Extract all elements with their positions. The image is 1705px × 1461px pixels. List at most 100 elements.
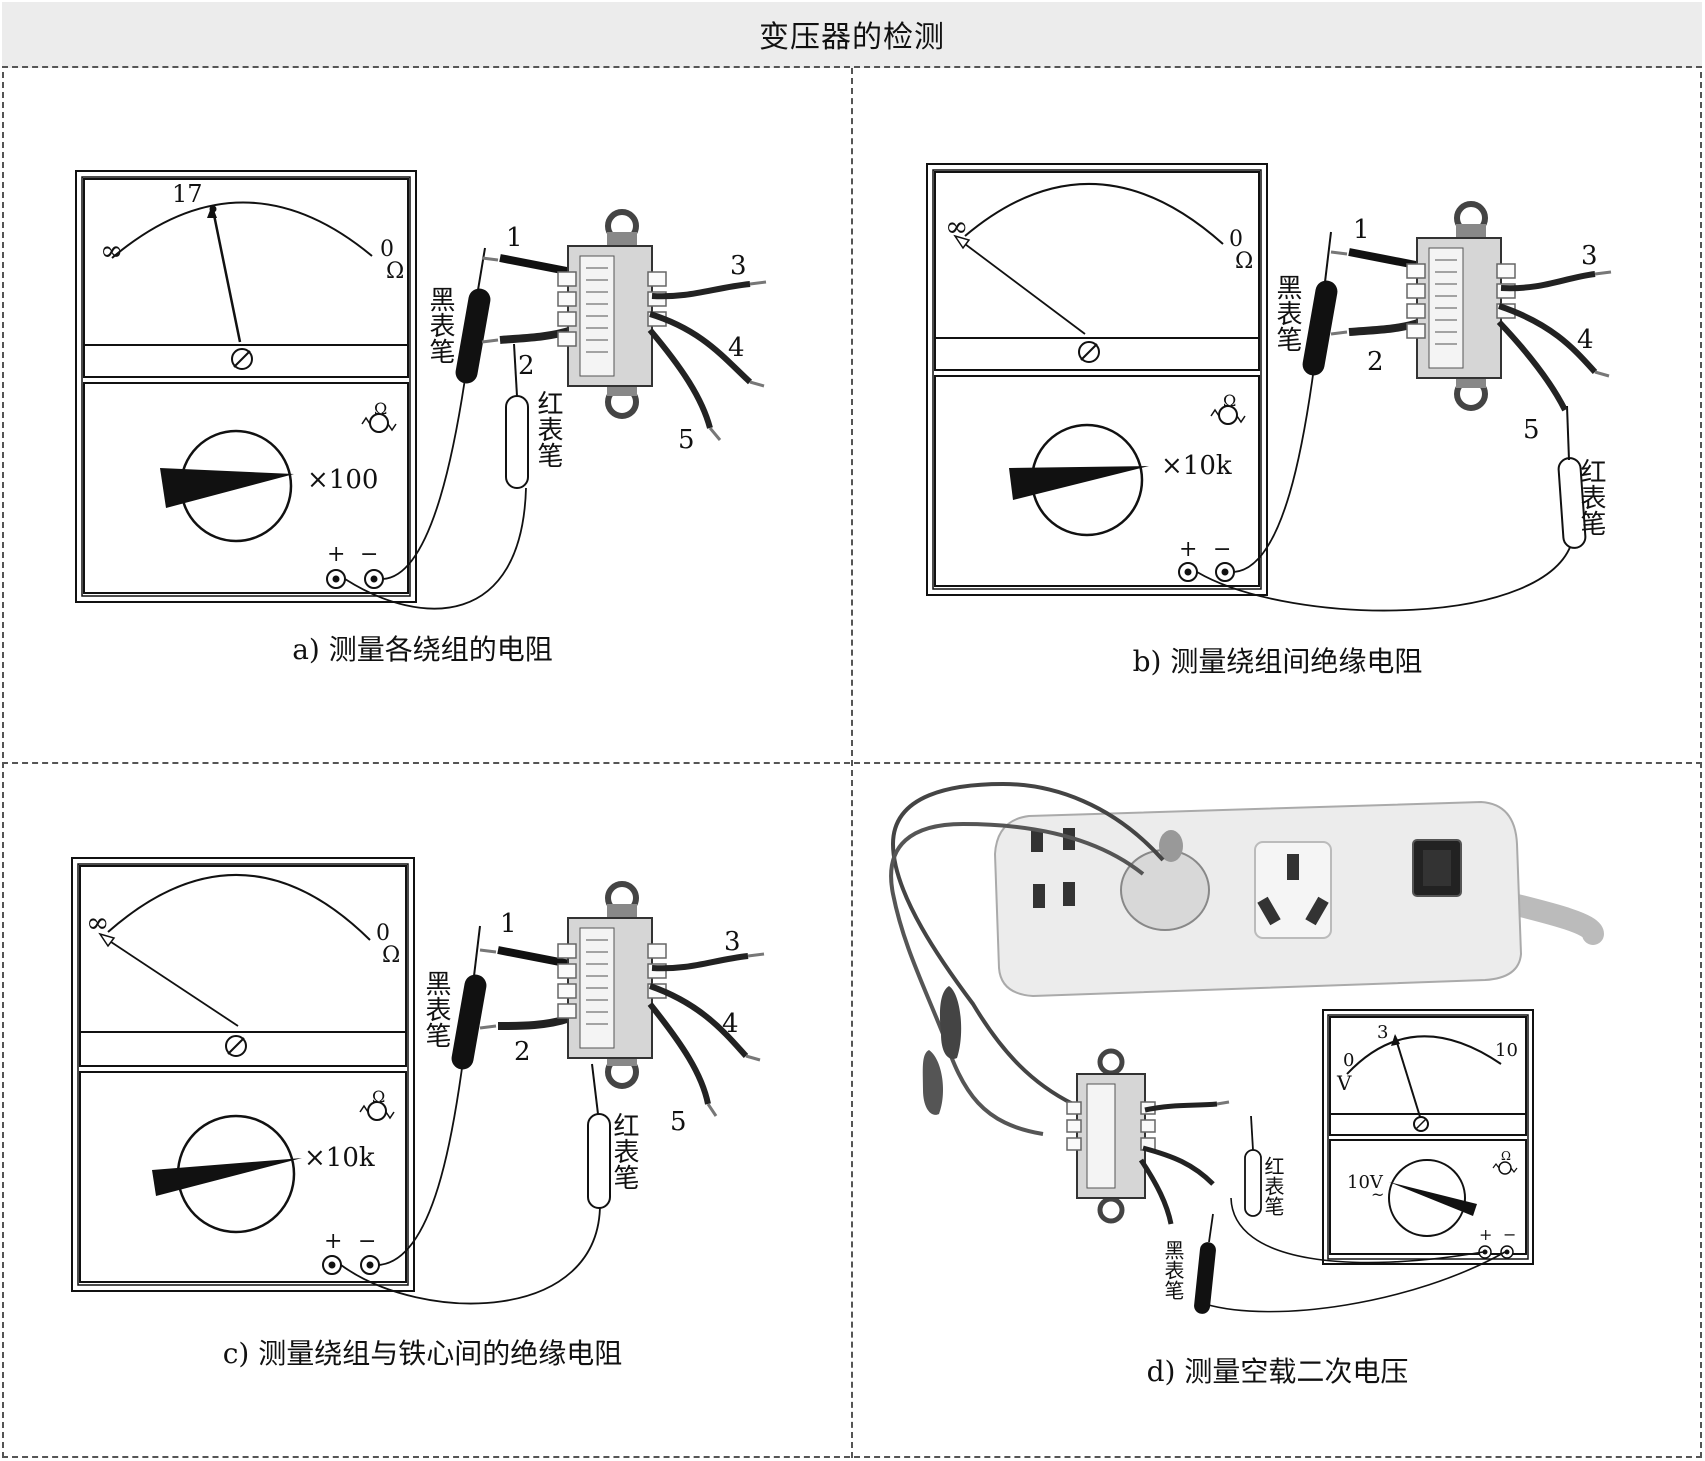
range-selector-knob[interactable] [1388,1159,1477,1237]
minus-jack[interactable] [360,1255,380,1275]
horizontal-divider [2,762,1702,764]
range-selector-knob[interactable] [152,1114,302,1234]
minus-jack[interactable] [1500,1245,1514,1259]
scale-arc [1346,1035,1502,1075]
red-probe[interactable] [344,343,529,610]
needle-tip [1391,1034,1400,1046]
panel-a-caption: a) 测量各绕组的电阻 [292,633,553,666]
meter-dial: 17 ∞ 0 Ω [83,178,409,378]
plus-jack[interactable] [322,1255,342,1275]
power-strip [993,800,1604,998]
terminal-labels: 1 2 3 4 5 [506,223,747,455]
terminal-2: 2 [518,351,535,381]
terminal-2: 2 [514,1037,531,1067]
ohm-adjust-icon: Ω [1210,391,1246,425]
socket-two-pin [1031,828,1075,908]
minus-jack[interactable] [1215,562,1235,582]
range-label: 10V [1347,1172,1384,1193]
voltmeter: 0 3 10 V Ω 10V ~ + − [1322,1009,1534,1265]
scale-zero: 0 [1343,1050,1354,1071]
terminal-4: 4 [1577,325,1594,355]
black-probe[interactable] [1193,1213,1506,1315]
minus-jack[interactable] [364,569,384,589]
ohm-adjust-icon: Ω [1492,1149,1518,1175]
black-probe[interactable] [1233,231,1339,573]
red-probe-label: 红表笔 [1576,458,1606,536]
red-probe[interactable] [1196,405,1587,612]
minus-label: − [358,1229,376,1254]
terminal-labels: 1 2 3 4 5 [500,909,741,1137]
needle-reading: 17 [172,180,203,208]
minus-label: − [1213,537,1231,562]
panel-b: ∞ 0 Ω Ω ×10k + − [853,68,1702,760]
scale-arc [964,183,1224,245]
scale-ten: 10 [1495,1040,1518,1061]
panel-b-illustration: ∞ 0 Ω Ω ×10k + − [926,163,1612,612]
multimeter: ∞ 0 Ω Ω ×10k + − [71,857,415,1292]
ohm-unit: Ω [386,259,404,284]
range-selector-knob[interactable] [1009,423,1149,537]
red-probe[interactable] [1230,1115,1484,1264]
scale-infinity: ∞ [86,906,109,939]
plus-label: + [324,1229,342,1254]
ohm-adjust-icon: Ω [359,1087,395,1121]
meter-dial: ∞ 0 Ω [79,865,407,1067]
meter-needle [956,237,1086,335]
panel-d: 0 3 10 V Ω 10V ~ + − [853,764,1702,1456]
power-switch[interactable] [1412,839,1462,897]
needle-tip [98,932,116,948]
black-probe-label: 黑表笔 [1272,274,1302,352]
terminal-4: 4 [728,333,745,363]
plus-label: + [1179,537,1197,562]
range-label: ×10k [1161,451,1232,481]
terminal-labels: 1 2 3 4 5 [1353,215,1598,445]
range-label: ×100 [307,465,378,495]
black-probe[interactable] [382,247,492,580]
terminal-1: 1 [1353,215,1370,245]
ohm-adjust-icon: Ω [361,399,397,433]
terminal-5: 5 [1523,415,1540,445]
needle-reading: 3 [1377,1022,1388,1043]
black-probe[interactable] [378,925,488,1266]
plus-jack[interactable] [1178,562,1198,582]
scale-zero: 0 [376,921,390,946]
panel-c-illustration: ∞ 0 Ω Ω ×10k + − [71,857,765,1305]
terminal-4: 4 [722,1009,739,1039]
scale-arc [107,873,371,941]
transformer [1330,201,1612,412]
red-probe-label: 红表笔 [1261,1156,1285,1216]
panel-c-caption: c) 测量绕组与铁心间的绝缘电阻 [222,1337,623,1370]
multimeter: 17 ∞ 0 Ω Ω ×100 + − [75,170,417,603]
red-probe[interactable] [340,1063,611,1305]
power-cord [889,781,1165,1136]
meter-dial: ∞ 0 Ω [934,171,1260,371]
scale-zero: 0 [380,237,394,262]
range-selector-knob[interactable] [160,429,294,543]
minus-label: − [1503,1225,1516,1244]
red-probe-label: 红表笔 [609,1112,639,1190]
terminal-3: 3 [730,251,747,281]
ac-symbol: ~ [1371,1185,1384,1204]
svg-text:Ω: Ω [1501,1149,1511,1163]
minus-label: − [360,542,378,567]
scale-infinity: ∞ [100,234,123,267]
red-probe-label: 红表笔 [533,390,563,468]
scale-arc [111,201,373,259]
page-title: 变压器的检测 [2,2,1702,68]
volt-unit: V [1336,1071,1352,1095]
meter-needle [1394,1035,1422,1121]
terminal-5: 5 [670,1107,687,1137]
terminal-5: 5 [678,425,695,455]
panel-a: 17 ∞ 0 Ω Ω ×100 + − [2,68,851,760]
plus-jack[interactable] [326,569,346,589]
range-label: ×10k [304,1143,375,1173]
panel-a-illustration: 17 ∞ 0 Ω Ω ×100 + − [75,170,767,610]
ohm-unit: Ω [382,943,400,968]
meter-dial: 0 3 10 V [1329,1016,1527,1136]
plus-label: + [1479,1225,1492,1244]
plugged-plug [1120,830,1210,931]
needle-tip [953,234,971,250]
plus-label: + [327,542,345,567]
terminal-1: 1 [500,909,517,939]
black-probe-label: 黑表笔 [421,970,451,1048]
